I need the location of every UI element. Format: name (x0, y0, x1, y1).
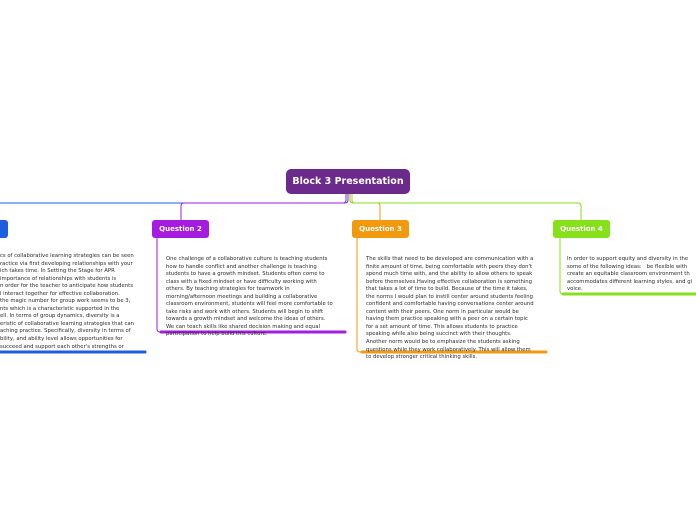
topic-node-q2[interactable]: Question 2 (152, 220, 209, 238)
topic-node-q2-label: Question 2 (159, 225, 202, 233)
note-text-q1: cs of collaborative learning strategies … (0, 253, 134, 350)
connector-q1 (0, 194, 349, 204)
root-node-label: Block 3 Presentation (292, 176, 404, 187)
topic-node-q4[interactable]: Question 4 (553, 220, 610, 238)
topic-node-q3[interactable]: Question 3 (352, 220, 409, 238)
note-text-q2: One challenge of a collaborative culture… (166, 256, 333, 338)
connector-q2 (180, 194, 347, 220)
note-frame-q3 (356, 238, 546, 353)
note-text-q3: The skills that need to be developed are… (366, 256, 534, 361)
note-text-q4: In order to support equity and diversity… (567, 256, 693, 293)
root-node[interactable]: Block 3 Presentation (286, 169, 410, 194)
topic-node-q3-label: Question 3 (359, 225, 402, 233)
connector-q3 (349, 194, 381, 220)
connector-q4 (351, 194, 582, 220)
topic-node-q1[interactable] (0, 220, 8, 238)
topic-node-q4-label: Question 4 (560, 225, 603, 233)
